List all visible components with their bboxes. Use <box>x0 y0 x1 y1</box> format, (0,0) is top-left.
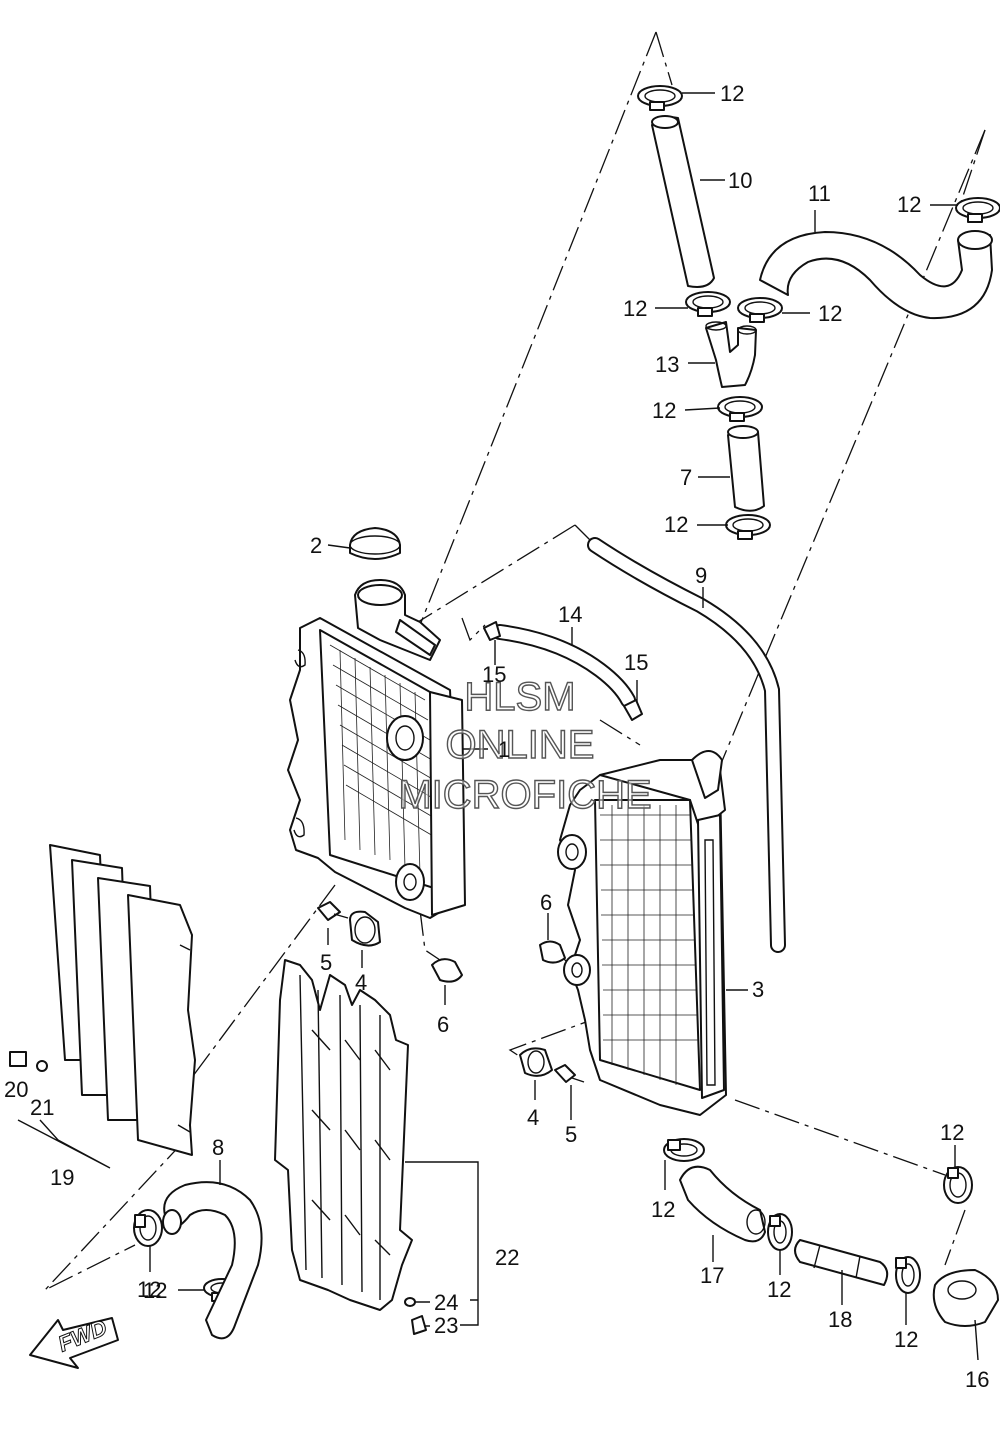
hose-8 <box>162 1181 263 1340</box>
clamp-12-hose-17-bottom <box>767 1213 793 1251</box>
fwd-arrow-icon: FWD <box>29 1314 119 1369</box>
callout-12-top: 12 <box>720 81 744 106</box>
right-radiator <box>557 750 727 1116</box>
radiator-louver-22 <box>274 959 427 1335</box>
callout-22: 22 <box>495 1245 519 1270</box>
callout-12-hose-17-top: 12 <box>651 1197 675 1222</box>
callout-6-upper: 6 <box>540 890 552 915</box>
callout-12-below-7: 12 <box>664 512 688 537</box>
hose-16 <box>932 1269 999 1327</box>
callout-19: 19 <box>50 1165 74 1190</box>
radiator-shroud-19 <box>9 844 196 1156</box>
callout-2: 2 <box>310 533 322 558</box>
callout-12-left-hose-8-top: 12 <box>137 1277 161 1302</box>
watermark: HLSM ONLINE MICROFICHE <box>398 674 653 817</box>
callout-23: 23 <box>434 1313 458 1338</box>
assembly-guide-lines <box>44 31 986 1291</box>
watermark-line-2: ONLINE <box>446 723 595 767</box>
watermark-line-1: HLSM <box>464 675 575 719</box>
clamp-12-hose-17-top <box>663 1138 705 1162</box>
grommet-4-lower <box>519 1047 553 1077</box>
pipe-18 <box>794 1239 889 1286</box>
callout-leader-lines <box>17 92 979 1361</box>
joint-13 <box>705 321 757 388</box>
callout-4-lower: 4 <box>527 1105 539 1130</box>
clamp-12-left-hose-8-top <box>133 1209 163 1247</box>
callout-18: 18 <box>828 1307 852 1332</box>
hose-7 <box>727 425 765 512</box>
hose-14 <box>483 621 643 721</box>
clamp-12-below-7 <box>725 514 771 540</box>
fasteners <box>317 901 585 1083</box>
callout-11: 11 <box>808 181 831 206</box>
callout-4-upper: 4 <box>355 970 367 995</box>
callout-12-above-7: 12 <box>652 398 676 423</box>
callout-3: 3 <box>752 977 764 1002</box>
bolt-5-lower <box>554 1064 585 1083</box>
callout-12-mid-right: 12 <box>818 301 842 326</box>
clamp-12-mid-right <box>737 297 783 323</box>
callout-labels: 1 2 3 4 4 5 5 6 6 7 8 9 10 11 12 12 12 1… <box>4 81 989 1392</box>
callout-12-hose-17-bottom: 12 <box>767 1277 791 1302</box>
callout-5-upper: 5 <box>320 950 332 975</box>
callout-12-hose-16: 12 <box>940 1120 964 1145</box>
callout-24: 24 <box>434 1290 458 1315</box>
callout-20: 20 <box>4 1077 28 1102</box>
hose-10 <box>651 115 715 288</box>
hose-17 <box>679 1165 766 1243</box>
callout-10: 10 <box>728 168 752 193</box>
callout-15-right: 15 <box>624 650 648 675</box>
callout-12-mid-left: 12 <box>623 296 647 321</box>
callout-15-left: 15 <box>482 662 506 687</box>
callout-21: 21 <box>30 1095 54 1120</box>
left-radiator <box>287 579 466 919</box>
clamp-12-upper-right <box>955 197 1000 223</box>
callout-12-hose-18-right: 12 <box>894 1327 918 1352</box>
callout-13: 13 <box>655 352 679 377</box>
callout-17: 17 <box>700 1263 724 1288</box>
callout-1: 1 <box>498 737 510 762</box>
callout-14: 14 <box>558 602 582 627</box>
callout-6-lower: 6 <box>437 1012 449 1037</box>
grommet-4-upper <box>349 910 381 947</box>
clamp-12-hose-16 <box>943 1166 973 1204</box>
bolt-5-upper <box>317 901 349 921</box>
callout-12-upper-right: 12 <box>897 192 921 217</box>
clamp-12-above-7 <box>717 396 763 422</box>
callout-7: 7 <box>680 465 692 490</box>
collar-6-upper <box>431 958 463 983</box>
callout-5-lower: 5 <box>565 1122 577 1147</box>
callout-8: 8 <box>212 1135 224 1160</box>
breather-hose-9 <box>587 537 786 953</box>
clamp-12-hose-18-right <box>895 1256 921 1294</box>
collar-6-lower <box>539 940 566 964</box>
clamp-12-mid-left <box>685 291 731 317</box>
hose-11 <box>759 230 993 320</box>
callout-16: 16 <box>965 1367 989 1392</box>
radiator-cap <box>349 527 401 560</box>
callout-12-left-hose-8-bottom: 12 <box>143 1278 167 1303</box>
clamp-12-top <box>637 85 683 111</box>
callout-9: 9 <box>695 563 707 588</box>
watermark-line-3: MICROFICHE <box>398 773 651 817</box>
